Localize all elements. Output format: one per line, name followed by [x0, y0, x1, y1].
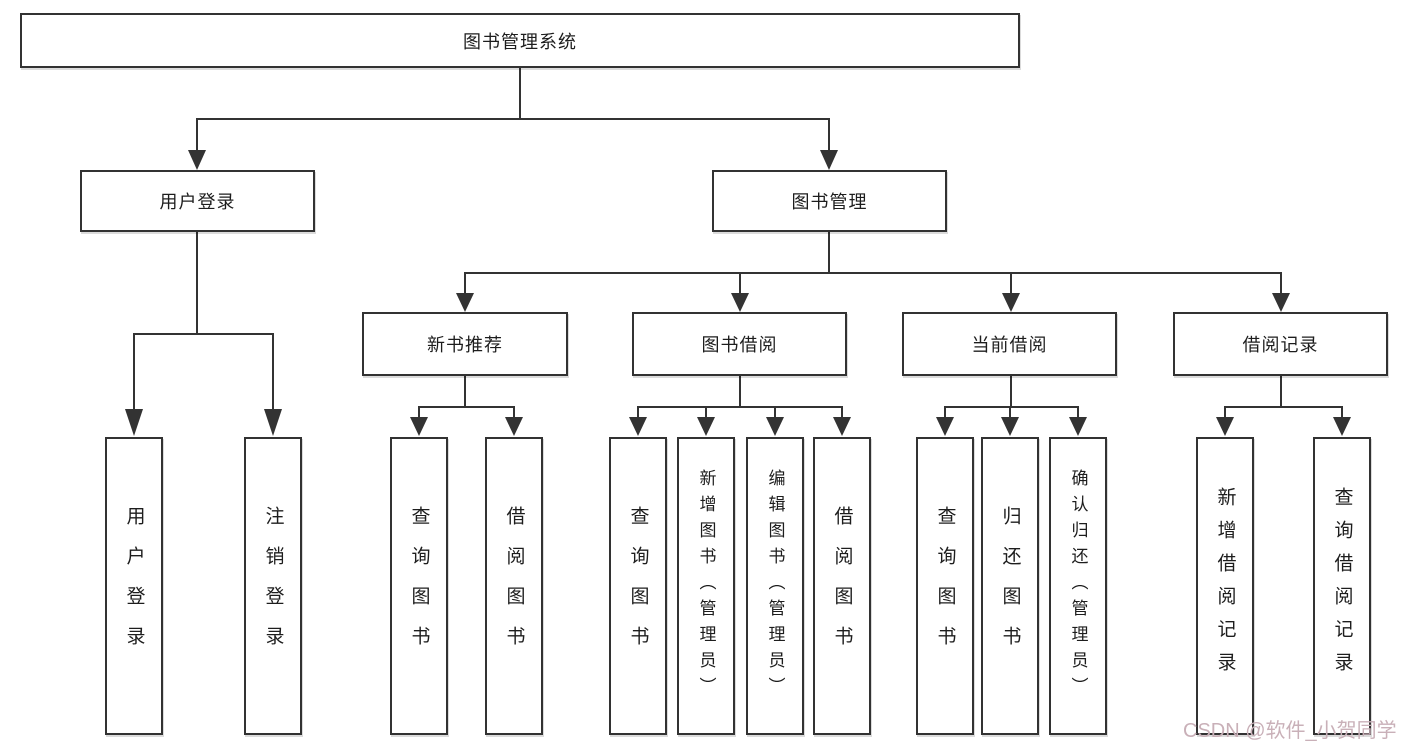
leaf-query-borrow-record: 查询借阅记录: [1313, 437, 1371, 735]
leaf-user-login: 用户登录: [105, 437, 163, 735]
node-root: 图书管理系统: [20, 13, 1020, 68]
leaf-confirm-return-admin: 确认归还（管理员）: [1049, 437, 1107, 735]
node-book-management: 图书管理: [712, 170, 947, 232]
leaf-query-books-recommend: 查询图书: [390, 437, 448, 735]
node-new-book-recommend: 新书推荐: [362, 312, 568, 376]
leaf-edit-books-admin: 编辑图书（管理员）: [746, 437, 804, 735]
node-user-login: 用户登录: [80, 170, 315, 232]
leaf-borrow-books-recommend: 借阅图书: [485, 437, 543, 735]
leaf-borrow-books: 借阅图书: [813, 437, 871, 735]
arrowheads: [125, 150, 1351, 436]
csdn-watermark: CSDN @软件_小贺同学: [1183, 720, 1397, 742]
node-current-borrowing: 当前借阅: [902, 312, 1117, 376]
leaf-query-books-borrowing: 查询图书: [609, 437, 667, 735]
leaf-query-books-current: 查询图书: [916, 437, 974, 735]
leaf-logout-login: 注销登录: [244, 437, 302, 735]
node-book-borrowing: 图书借阅: [632, 312, 847, 376]
leaf-add-borrow-record: 新增借阅记录: [1196, 437, 1254, 735]
leaf-return-books: 归还图书: [981, 437, 1039, 735]
node-borrowing-records: 借阅记录: [1173, 312, 1388, 376]
leaf-add-books-admin: 新增图书（管理员）: [677, 437, 735, 735]
